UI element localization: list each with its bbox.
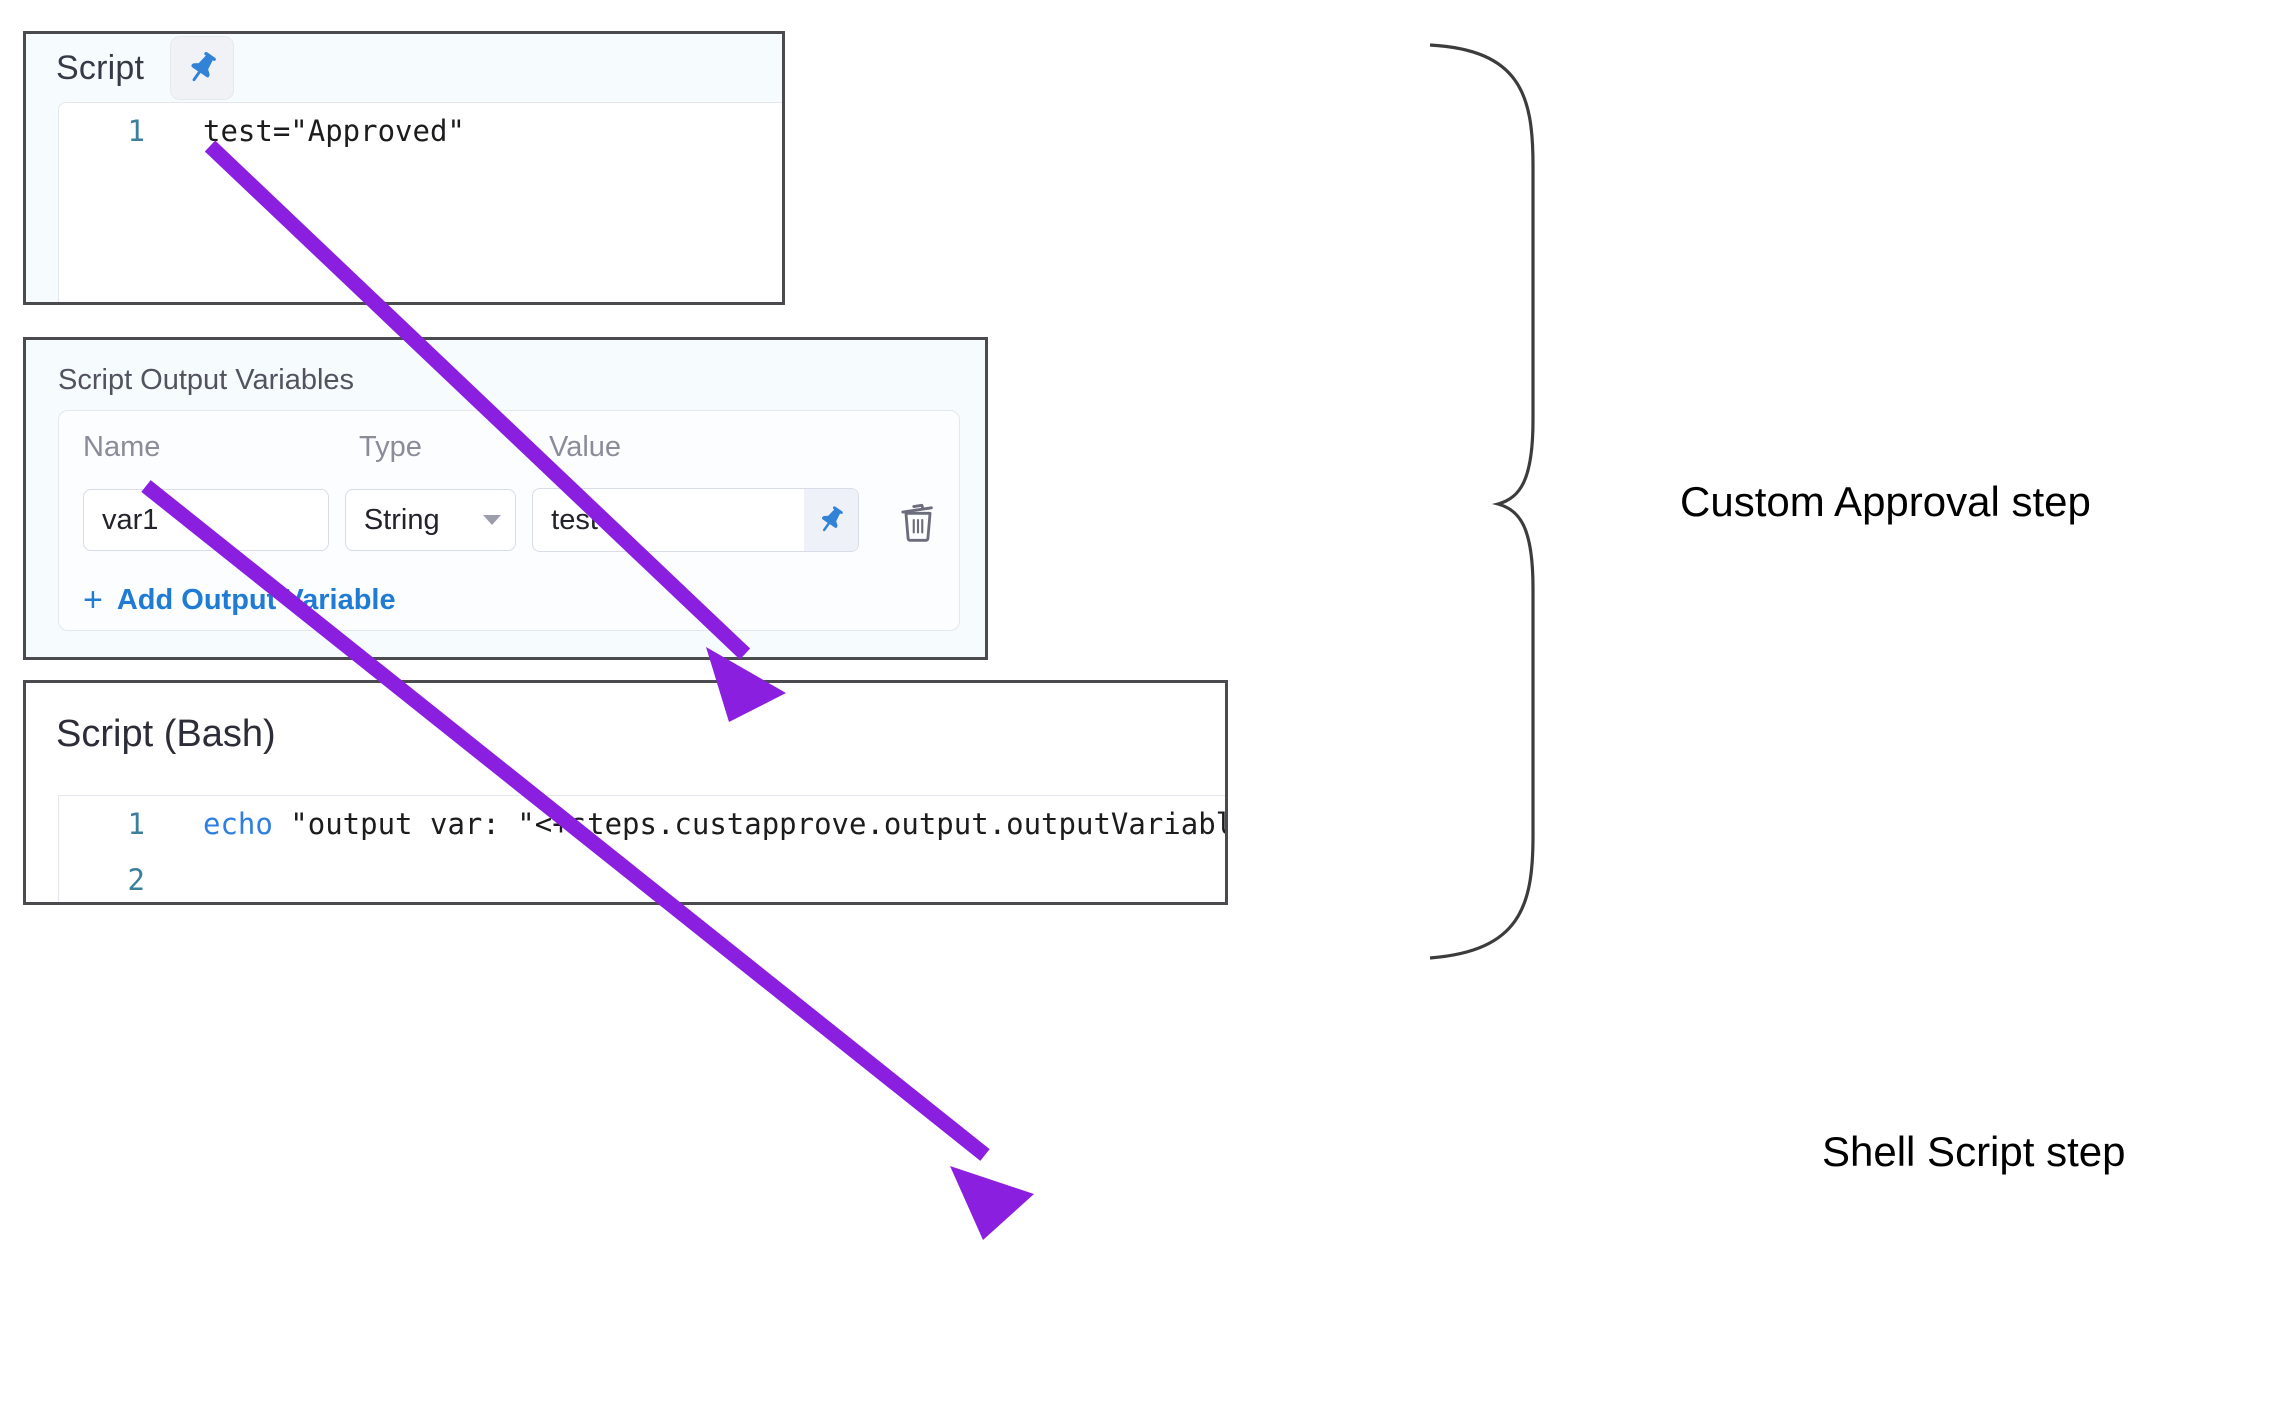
- add-output-variable-button[interactable]: + Add Output Variable: [83, 583, 396, 617]
- line-number: 2: [127, 863, 145, 897]
- annotation-custom-approval-step: Custom Approval step: [1680, 478, 2091, 525]
- pushpin-icon[interactable]: [803, 489, 858, 551]
- pushpin-icon[interactable]: [170, 36, 235, 100]
- curly-brace: [1429, 43, 1535, 960]
- column-header-value: Value: [549, 431, 622, 463]
- variable-value-text: test: [551, 503, 598, 536]
- line-number: 1: [127, 114, 145, 148]
- bash-code-editor[interactable]: 1 echo "output var: "<+steps.custapprove…: [58, 795, 1225, 902]
- annotation-shell-script-step: Shell Script step: [1822, 1128, 2126, 1175]
- code-text: echo "output var: "<+steps.custapprove.o…: [145, 796, 1225, 852]
- code-line: 1 test="Approved": [59, 103, 782, 159]
- script-panel-title: Script: [56, 48, 145, 87]
- code-text: test="Approved": [203, 114, 465, 148]
- output-variables-card: Name Type Value var1 String test: [58, 410, 960, 631]
- pushpin-glyph: [821, 506, 843, 532]
- code-rest: "output var: "<+steps.custapprove.output…: [290, 807, 1225, 841]
- output-variable-row: var1 String test: [83, 487, 943, 553]
- column-header-name: Name: [83, 431, 161, 463]
- script-panel-header: Script: [26, 34, 782, 102]
- script-panel: Script 1 test="Approved": [23, 31, 785, 305]
- chevron-down-icon: [483, 515, 502, 525]
- pushpin-glyph: [191, 51, 217, 82]
- bash-panel-title: Script (Bash): [56, 713, 276, 755]
- plus-icon: +: [83, 581, 103, 619]
- trash-glyph: [901, 503, 933, 542]
- variable-name-input[interactable]: var1: [83, 489, 329, 551]
- variable-type-select[interactable]: String: [344, 489, 517, 551]
- variable-name-value: var1: [102, 503, 159, 536]
- variable-type-value: String: [363, 503, 440, 536]
- script-output-variables-panel: Script Output Variables Name Type Value …: [23, 337, 988, 660]
- variable-value-field[interactable]: test: [532, 488, 859, 552]
- add-output-variable-label: Add Output Variable: [116, 583, 396, 616]
- line-number: 1: [127, 807, 145, 841]
- column-headers: Name Type Value: [83, 431, 959, 471]
- bash-script-panel: Script (Bash) 1 echo "output var: "<+ste…: [23, 680, 1228, 905]
- column-header-type: Type: [359, 431, 422, 463]
- script-code-editor[interactable]: 1 test="Approved": [58, 102, 782, 302]
- trash-icon[interactable]: [893, 491, 943, 549]
- code-keyword: echo: [203, 807, 273, 841]
- output-variables-title: Script Output Variables: [58, 364, 355, 396]
- code-line: 2: [59, 852, 1225, 902]
- code-line: 1 echo "output var: "<+steps.custapprove…: [59, 796, 1225, 852]
